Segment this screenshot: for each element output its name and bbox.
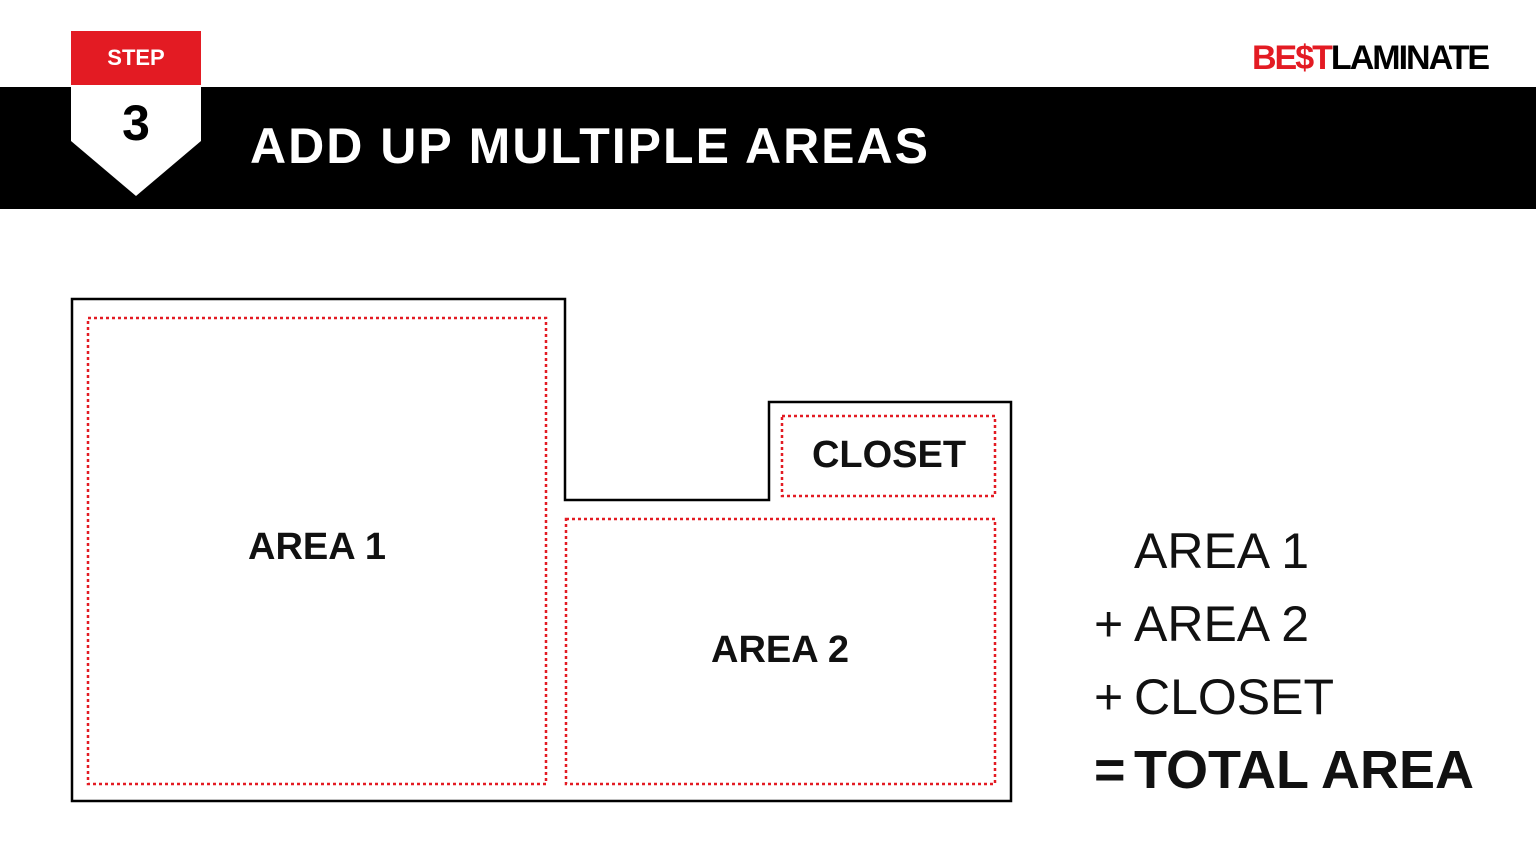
page-title: ADD UP MULTIPLE AREAS	[250, 118, 930, 174]
total-area-formula: AREA 1 +AREA 2 +CLOSET =TOTAL AREA	[1094, 515, 1514, 807]
step-badge: STEP 3	[71, 31, 201, 196]
logo-text-be: BE	[1252, 39, 1297, 77]
formula-operator: +	[1094, 596, 1124, 652]
area2-label: AREA 2	[711, 629, 849, 671]
formula-term: CLOSET	[1134, 669, 1335, 725]
area2-boundary	[564, 517, 997, 786]
formula-line: +CLOSET	[1094, 661, 1514, 734]
formula-total: TOTAL AREA	[1134, 740, 1475, 800]
formula-line: +AREA 2	[1094, 588, 1514, 661]
step-label: STEP	[107, 45, 165, 70]
step-number: 3	[122, 95, 150, 151]
formula-operator: =	[1094, 740, 1126, 800]
formula-term: AREA 2	[1134, 596, 1310, 652]
logo-text-st: $T	[1295, 39, 1333, 77]
floor-plan-outline	[70, 297, 1013, 803]
area1-boundary	[86, 316, 548, 786]
formula-line: AREA 1	[1094, 515, 1514, 588]
area1-label: AREA 1	[248, 526, 386, 568]
closet-boundary	[780, 414, 997, 498]
logo-text-laminate: LAMINATE	[1330, 39, 1490, 77]
formula-term: AREA 1	[1134, 523, 1310, 579]
header-bar	[0, 87, 1536, 209]
formula-operator: +	[1094, 669, 1124, 725]
brand-logo: BE$TLAMINATE	[1252, 36, 1490, 80]
formula-total-line: =TOTAL AREA	[1094, 734, 1514, 807]
closet-label: CLOSET	[811, 434, 967, 476]
step-badge-shape	[71, 31, 201, 196]
